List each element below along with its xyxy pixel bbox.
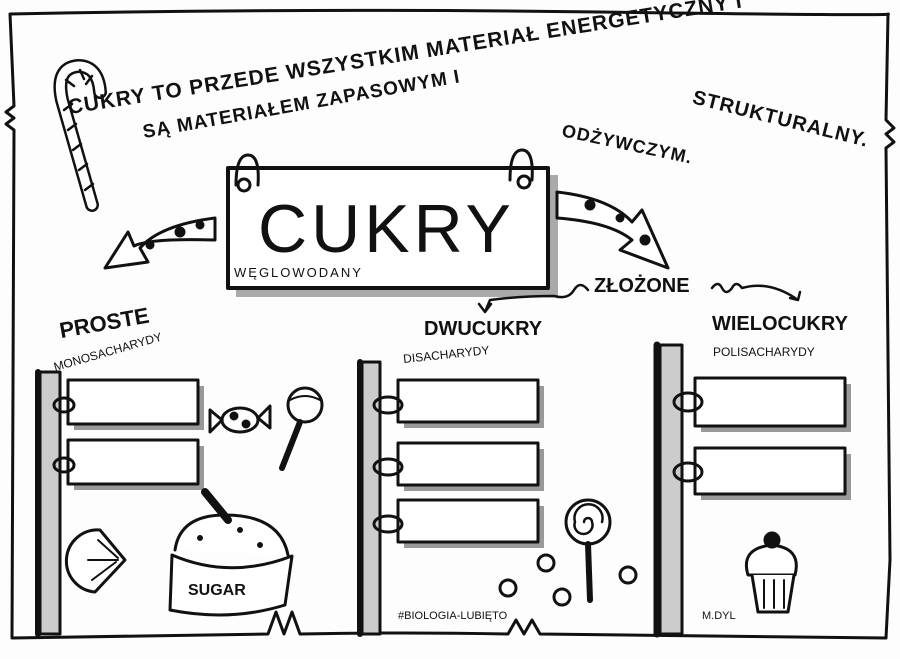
author: M.DYL	[702, 610, 736, 622]
lollipop-icon	[279, 386, 324, 471]
wielocukry-subtitle: POLISACHARYDY	[713, 345, 815, 359]
arrow-to-dwucukry	[477, 283, 590, 314]
wrapped-candy-icon	[208, 404, 272, 434]
post-dwucukry	[357, 359, 544, 637]
dwucukry-title: DWUCUKRY	[424, 318, 543, 340]
sugar-label: SUGAR	[188, 582, 246, 599]
arrow-right-icon	[555, 190, 670, 270]
lemon-slice-icon	[64, 528, 127, 594]
complex-label: ZŁOŻONE	[594, 275, 690, 297]
candy-cane-icon	[53, 59, 107, 212]
post-proste	[35, 369, 204, 637]
frame-border	[4, 8, 896, 640]
sugar-bowl-icon	[168, 488, 294, 617]
post-wielocukry	[653, 341, 851, 638]
hashtag: #BIOLOGIA-LUBIĘTO	[398, 610, 508, 622]
sign-title: CUKRY	[258, 191, 515, 267]
arrow-to-wielocukry	[710, 282, 802, 302]
wielocukry-title: WIELOCUKRY	[712, 313, 848, 335]
spiral-lollipop-icon	[564, 498, 612, 603]
title-sign	[226, 148, 558, 297]
cupcake-icon	[745, 531, 798, 614]
arrow-left-icon	[103, 216, 217, 270]
sign-subtitle: WĘGLOWODANY	[234, 265, 363, 280]
candies-icon	[498, 553, 638, 607]
